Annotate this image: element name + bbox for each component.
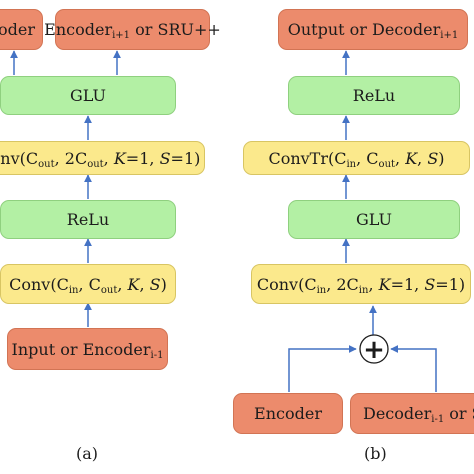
b-encoder-box: Encoder [233,393,343,434]
a-conv-2cout-label: onv(Cout, 2Cout, K=1, S=1) [0,148,201,170]
b-glu-box: GLU [288,200,460,239]
a-caption: (a) [76,444,99,463]
b-conv-2cin-box: Conv(Cin, 2Cin, K=1, S=1) [251,264,471,304]
a-glu-label: GLU [69,86,106,105]
a-top-left-label: oder [0,20,35,39]
b-encoder-label: Encoder [254,404,322,423]
a-input-box: Input or Encoderi-1 [7,328,168,370]
arrow-b-decoder-to-plus [390,345,437,392]
plus-node-sign: + [363,335,385,365]
a-glu-box: GLU [0,76,176,115]
b-relu-label: ReLu [352,86,396,105]
b-conv-2cin-label: Conv(Cin, 2Cin, K=1, S=1) [256,274,466,296]
b-output-label: Output or Decoderi+1 [287,20,459,41]
b-output-box: Output or Decoderi+1 [278,9,468,50]
b-decoder-box: Decoderi-1 or S [350,393,474,434]
a-top-left-box: oder [0,9,43,50]
a-relu-label: ReLu [66,210,110,229]
b-relu-box: ReLu [288,76,460,115]
a-encoder-next-label: Encoderi+1 or SRU++ [44,20,221,41]
arrow-b-encoder-to-plus [288,345,357,392]
b-decoder-label: Decoderi-1 or S [363,404,474,425]
b-convtr-box: ConvTr(Cin, Cout, K, S) [243,141,470,175]
a-conv-cin-label: Conv(Cin, Cout, K, S) [9,274,167,296]
plus-node-circle [359,334,389,364]
b-convtr-label: ConvTr(Cin, Cout, K, S) [268,148,445,170]
a-encoder-next-box: Encoderi+1 or SRU++ [44,9,221,50]
b-glu-label: GLU [355,210,392,229]
a-conv-cin-box: Conv(Cin, Cout, K, S) [0,264,176,304]
b-caption: (b) [364,444,387,463]
a-conv-2cout-box: onv(Cout, 2Cout, K=1, S=1) [0,141,205,175]
a-relu-box: ReLu [0,200,176,239]
a-input-label: Input or Encoderi-1 [11,339,164,361]
